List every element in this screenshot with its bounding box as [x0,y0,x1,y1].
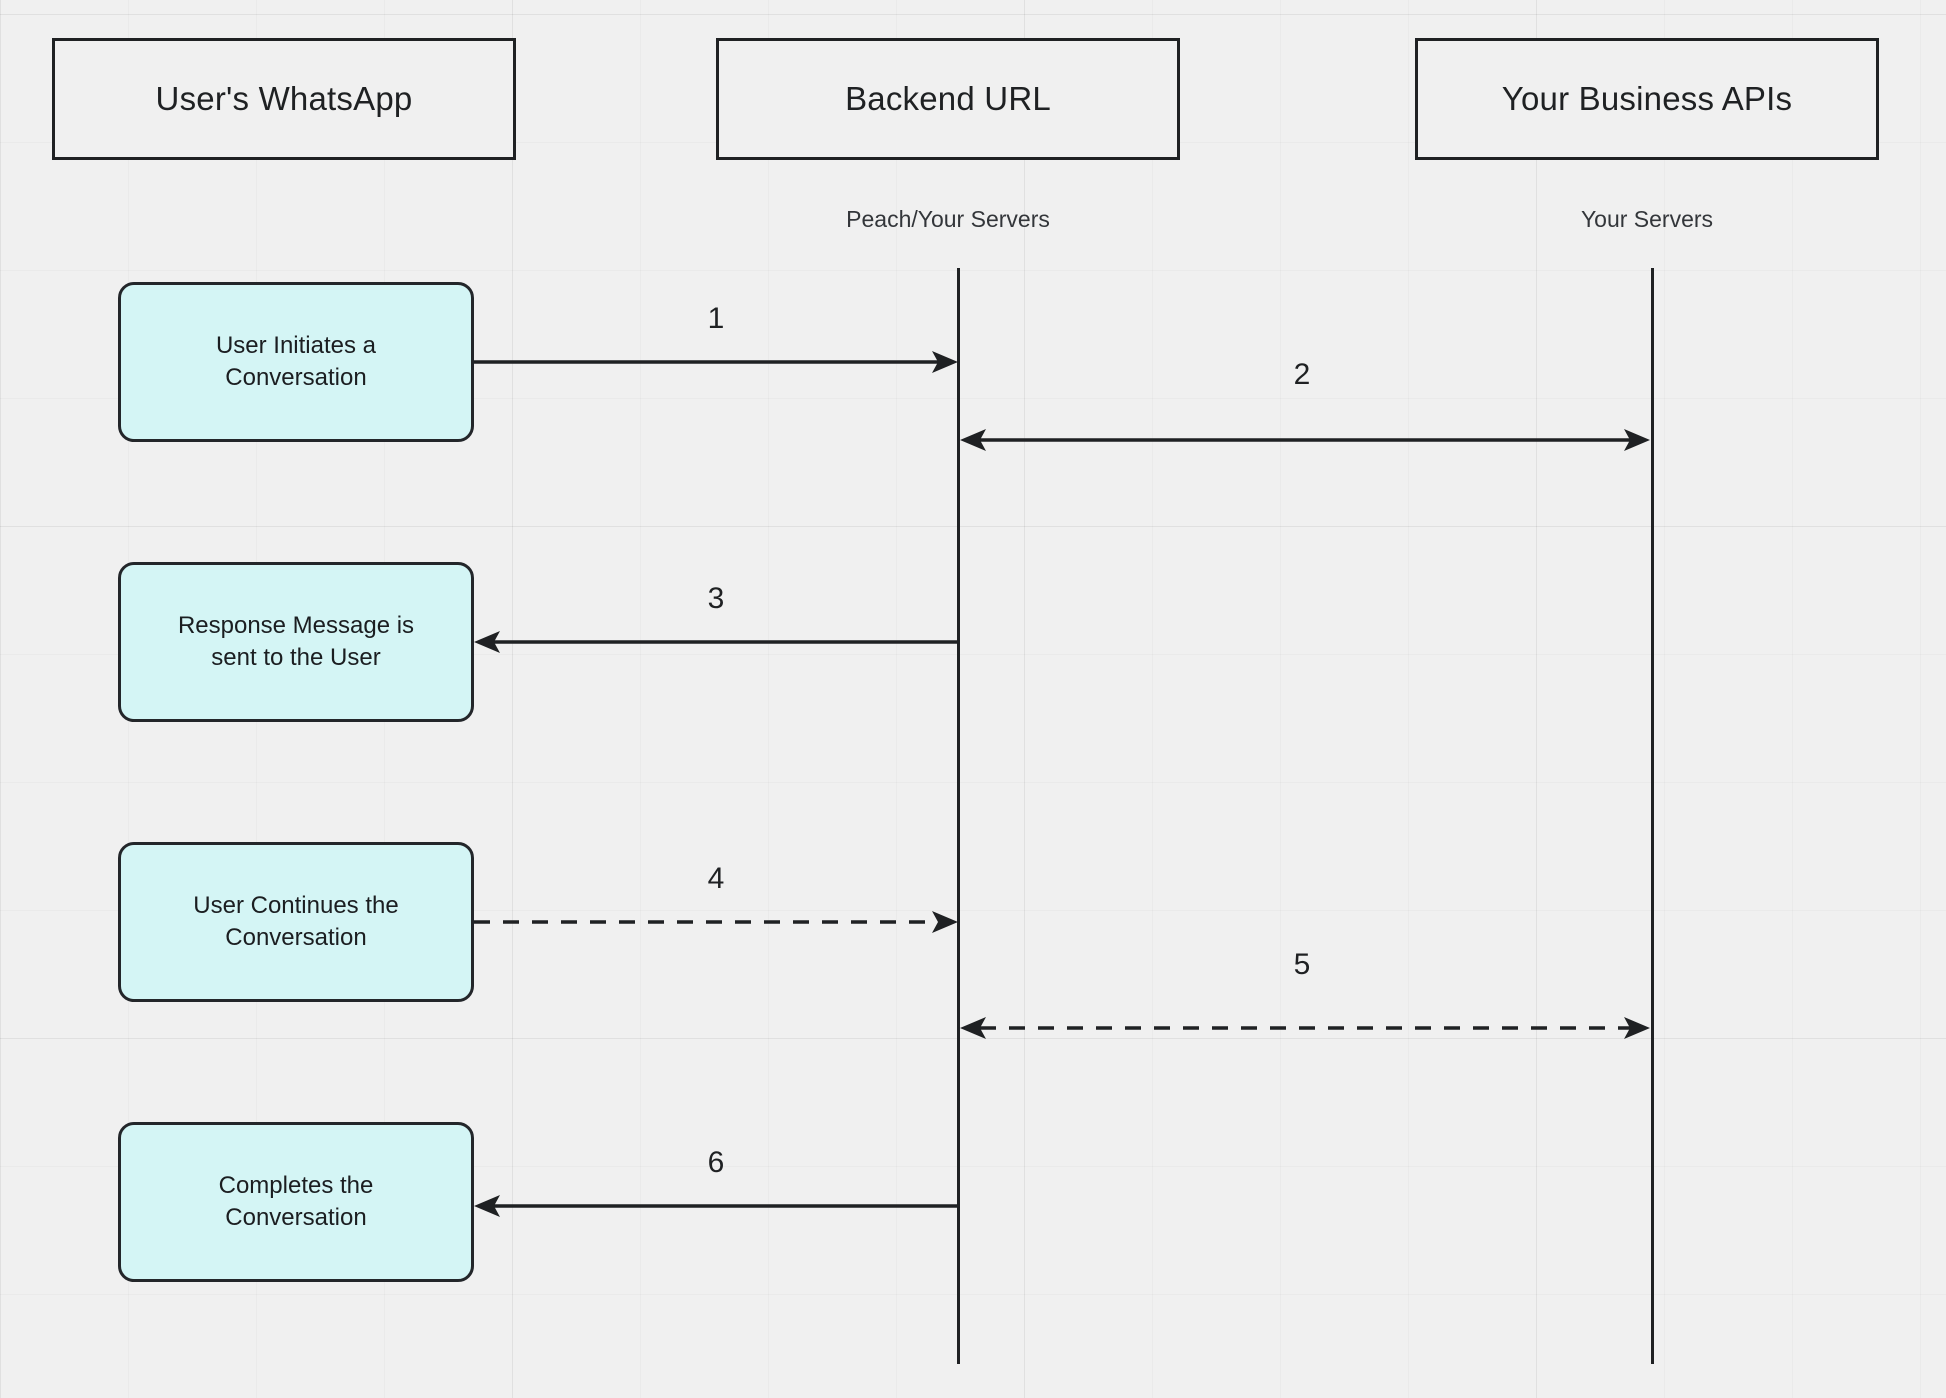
note-box-user-continues[interactable]: User Continues the Conversation [118,842,474,1002]
note-line-1: Response Message is [177,611,415,639]
message-arrow-5[interactable] [960,1006,1650,1050]
note-line-2: sent to the User [211,644,381,671]
message-arrow-2[interactable] [960,418,1650,462]
participant-label-backend: Backend URL [845,80,1051,117]
message-arrow-4[interactable] [474,900,960,944]
message-label-2: 2 [1293,358,1311,391]
participant-box-business[interactable]: Your Business APIs [1415,38,1879,160]
participant-sublabel-backend: Peach/Your Servers [846,206,1050,232]
participant-label-business: Your Business APIs [1501,80,1793,117]
message-label-1: 1 [707,302,725,335]
participant-box-whatsapp[interactable]: User's WhatsApp [52,38,516,160]
message-label-5: 5 [1293,948,1311,981]
message-arrow-6[interactable] [474,1184,960,1228]
lifeline-business [1651,268,1654,1364]
lifeline-backend [957,268,960,1364]
note-line-2: Conversation [225,364,367,391]
note-line-1: User Initiates a [215,331,377,359]
note-line-1: User Continues the [193,891,399,919]
message-label-3: 3 [707,582,725,615]
participant-box-backend[interactable]: Backend URL [716,38,1180,160]
note-box-response-message[interactable]: Response Message is sent to the User [118,562,474,722]
message-label-6: 6 [707,1146,725,1179]
message-arrow-1[interactable] [474,340,960,384]
note-box-user-initiates[interactable]: User Initiates a Conversation [118,282,474,442]
message-label-4: 4 [707,862,725,895]
note-box-completes-conversation[interactable]: Completes the Conversation [118,1122,474,1282]
note-line-2: Conversation [225,924,367,951]
note-line-1: Completes the [218,1171,374,1199]
participant-label-whatsapp: User's WhatsApp [155,80,413,117]
message-arrow-3[interactable] [474,620,960,664]
note-line-2: Conversation [225,1204,367,1231]
participant-sublabel-business: Your Servers [1580,206,1714,232]
